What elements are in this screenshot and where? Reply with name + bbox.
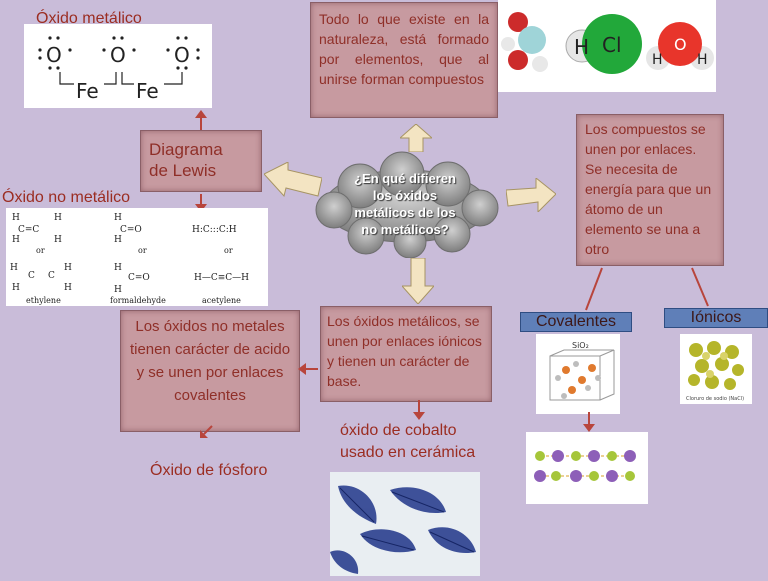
svg-text:H: H xyxy=(114,285,122,295)
svg-text:H: H xyxy=(10,263,18,273)
box-no-metales-text: Los óxidos no metales tienen carácter de… xyxy=(129,318,291,404)
svg-text:H: H xyxy=(54,235,62,245)
lewis-fe2: Fe xyxy=(136,79,159,103)
tag-covalentes: Covalentes xyxy=(520,312,632,332)
question-line3: metálicos de los xyxy=(354,205,456,220)
arrow-down-block xyxy=(402,258,434,304)
water-o: O xyxy=(674,35,687,54)
svg-text:H: H xyxy=(12,235,20,245)
lewis-o3: O xyxy=(174,43,190,67)
svg-text:H: H xyxy=(114,235,122,245)
or-2: or xyxy=(138,246,147,255)
lewis-fe2o3-diagram: O O O Fe Fe xyxy=(38,36,200,103)
arrow-down-to-hbonds xyxy=(583,412,595,432)
molecules-illustration: H Cl O H H xyxy=(501,12,714,74)
center-question-cloud xyxy=(315,151,499,258)
tag-ionicos: Iónicos xyxy=(664,308,768,328)
formaldehyde-label: formaldehyde xyxy=(110,296,166,305)
water-h2: H xyxy=(697,52,708,68)
box-naturaleza: Todo lo que existe en la naturaleza, est… xyxy=(310,2,498,118)
svg-text:C=C: C=C xyxy=(18,225,39,235)
hcl-h: H xyxy=(574,35,589,59)
or-1: or xyxy=(36,246,45,255)
arrow-up-block xyxy=(400,124,432,152)
box-metalicos: Los óxidos metálicos, se unen por enlace… xyxy=(320,306,492,402)
hydrogen-bond-diagram xyxy=(534,450,636,482)
cobalt-ceramic-image xyxy=(330,472,480,576)
ethylene-label: ethylene xyxy=(26,296,61,305)
svg-text:H: H xyxy=(12,213,20,223)
svg-text:H: H xyxy=(114,263,122,273)
svg-text:H: H xyxy=(64,283,72,293)
box-compuestos-text: Los compuestos se unen por enlaces. Se n… xyxy=(585,121,712,257)
box-naturaleza-text: Todo lo que existe en la naturaleza, est… xyxy=(319,11,489,87)
arrow-right-block xyxy=(506,178,556,212)
arrow-down-left-small xyxy=(200,425,213,438)
water-h1: H xyxy=(652,52,663,68)
svg-text:H:C:::C:H: H:C:::C:H xyxy=(192,225,237,235)
sio2-label: SiO₂ xyxy=(572,341,589,350)
box-metalicos-text: Los óxidos metálicos, se unen por enlace… xyxy=(327,313,482,389)
label-oxido-no-metalico: Óxido no metálico xyxy=(2,189,131,206)
svg-text:C=O: C=O xyxy=(120,225,142,235)
nacl-crystal: Cloruro de sodio (NaCl) xyxy=(686,341,744,402)
svg-text:H: H xyxy=(64,263,72,273)
question-line4: no metálicos? xyxy=(361,222,449,237)
arrow-down-to-cobalto xyxy=(413,400,425,420)
hcl-cl: Cl xyxy=(602,33,622,57)
lewis-fe1: Fe xyxy=(76,79,99,103)
svg-text:H: H xyxy=(12,283,20,293)
cobalt-leaves xyxy=(330,485,476,574)
lewis-o1: O xyxy=(46,43,62,67)
nacl-caption: Cloruro de sodio (NaCl) xyxy=(686,396,744,402)
svg-text:H—C≡C—H: H—C≡C—H xyxy=(194,273,249,283)
lewis-o2: O xyxy=(110,43,126,67)
arrow-up-to-lewis xyxy=(195,110,207,132)
svg-text:H: H xyxy=(114,213,122,223)
sio2-structure: SiO₂ xyxy=(549,341,615,401)
question-line2: los óxidos xyxy=(372,188,438,203)
box-compuestos: Los compuestos se unen por enlaces. Se n… xyxy=(576,114,724,266)
svg-text:C=O: C=O xyxy=(128,273,150,283)
svg-text:C: C xyxy=(28,271,35,281)
svg-text:H: H xyxy=(54,213,62,223)
arrow-left-small xyxy=(298,363,318,375)
box-no-metales: Los óxidos no metales tienen carácter de… xyxy=(120,310,300,432)
svg-text:C: C xyxy=(48,271,55,281)
connector-lines-bonds xyxy=(585,267,709,311)
diagrama-lewis-line2: de Lewis xyxy=(149,161,217,180)
label-oxido-fosforo: Óxido de fósforo xyxy=(150,462,268,479)
nacl-panel: Cloruro de sodio (NaCl) xyxy=(680,334,752,404)
diagrama-lewis-line1: Diagrama xyxy=(149,140,223,159)
molecules-panel: H Cl O H H xyxy=(498,0,716,92)
hydrogen-bond-panel xyxy=(526,432,648,504)
lewis-fe2o3-panel: O O O Fe Fe xyxy=(24,24,212,108)
center-question: ¿En qué difieren los óxidos metálicos de… xyxy=(330,170,480,238)
box-diagrama-lewis: Diagrama de Lewis xyxy=(140,130,262,192)
or-3: or xyxy=(224,246,233,255)
label-oxido-cobalto: óxido de cobalto usado en cerámica xyxy=(340,422,476,461)
acetylene-label: acetylene xyxy=(202,296,241,305)
arrow-left-block xyxy=(264,162,322,198)
label-oxido-metalico: Óxido metálico xyxy=(36,10,142,27)
sio2-structure-panel: SiO₂ xyxy=(536,334,620,414)
question-line1: ¿En qué difieren xyxy=(354,171,456,186)
